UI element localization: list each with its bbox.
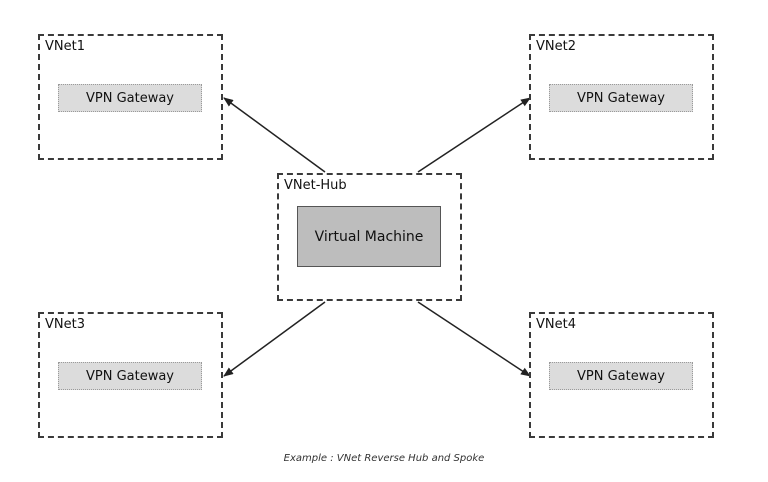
virtual-machine: Virtual Machine <box>297 206 441 267</box>
diagram-caption: Example : VNet Reverse Hub and Spoke <box>283 453 485 464</box>
vnet3-label: VNet3 <box>45 317 85 332</box>
vnet2-box: VNet2 <box>529 34 714 160</box>
arrow-hub-to-vnet3 <box>223 301 326 377</box>
vnet4-label: VNet4 <box>536 317 576 332</box>
vnet3-vpn-gateway: VPN Gateway <box>58 362 202 390</box>
arrow-hub-to-vnet1 <box>223 97 326 173</box>
arrow-hub-to-vnet4 <box>417 301 531 377</box>
vnet2-label: VNet2 <box>536 39 576 54</box>
arrow-hub-to-vnet2 <box>417 97 531 173</box>
vnet1-label: VNet1 <box>45 39 85 54</box>
vnet2-vpn-gateway: VPN Gateway <box>549 84 693 112</box>
vnet-hub-box: VNet-Hub <box>277 173 462 301</box>
vnet1-box: VNet1 <box>38 34 223 160</box>
vnet1-vpn-gateway: VPN Gateway <box>58 84 202 112</box>
vnet4-box: VNet4 <box>529 312 714 438</box>
vnet4-vpn-gateway: VPN Gateway <box>549 362 693 390</box>
vnet3-box: VNet3 <box>38 312 223 438</box>
vnet-hub-label: VNet-Hub <box>284 178 347 193</box>
